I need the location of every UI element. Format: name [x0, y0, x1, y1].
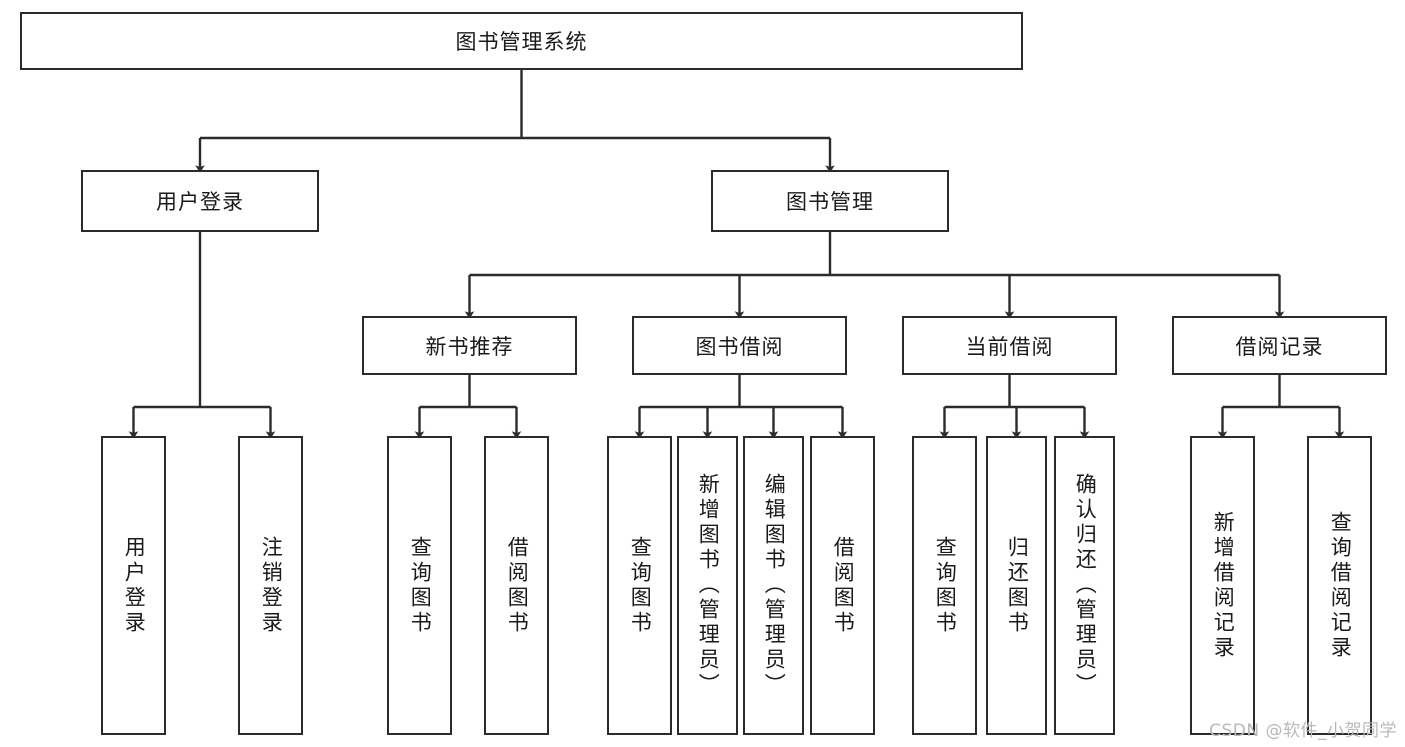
- node-leaf-borrow-book-1[interactable]: 借阅图书: [484, 436, 549, 735]
- node-leaf-confirm-return[interactable]: 确认归还（管理员）: [1054, 436, 1115, 735]
- node-label: 用户登录: [156, 190, 244, 214]
- node-label: 归还图书: [1005, 535, 1030, 636]
- node-borrow-record[interactable]: 借阅记录: [1172, 316, 1387, 375]
- node-leaf-query-book-1[interactable]: 查询图书: [387, 436, 452, 735]
- node-leaf-add-book[interactable]: 新增图书（管理员）: [677, 436, 738, 735]
- node-current-borrow[interactable]: 当前借阅: [902, 316, 1117, 375]
- node-label: 新增借阅记录: [1211, 510, 1236, 661]
- node-leaf-query-book-2[interactable]: 查询图书: [607, 436, 672, 735]
- node-book-borrow[interactable]: 图书借阅: [632, 316, 847, 375]
- node-label: 查询图书: [933, 535, 958, 636]
- node-label: 用户登录: [122, 535, 147, 636]
- node-label: 借阅记录: [1235, 334, 1324, 359]
- node-label: 新增图书（管理员）: [696, 473, 721, 698]
- node-new-book-recommend[interactable]: 新书推荐: [362, 316, 577, 375]
- node-user-login[interactable]: 用户登录: [81, 170, 319, 232]
- node-label: 查询图书: [408, 535, 433, 636]
- node-label: 查询图书: [628, 535, 653, 636]
- node-leaf-query-book-3[interactable]: 查询图书: [912, 436, 977, 735]
- node-label: 图书借阅: [695, 334, 784, 359]
- node-leaf-borrow-book-2[interactable]: 借阅图书: [810, 436, 875, 735]
- csdn-watermark: CSDN @软件_小贺同学: [1209, 721, 1397, 741]
- node-book-manage[interactable]: 图书管理: [711, 170, 949, 232]
- node-label: 图书管理系统: [455, 30, 588, 54]
- node-root[interactable]: 图书管理系统: [20, 12, 1023, 70]
- node-label: 新书推荐: [425, 334, 514, 359]
- node-leaf-user-login[interactable]: 用户登录: [101, 436, 166, 735]
- node-label: 注销登录: [259, 535, 284, 636]
- node-label: 借阅图书: [831, 535, 856, 636]
- node-leaf-return-book[interactable]: 归还图书: [986, 436, 1047, 735]
- node-leaf-add-borrow-record[interactable]: 新增借阅记录: [1190, 436, 1255, 735]
- node-label: 确认归还（管理员）: [1073, 473, 1098, 698]
- node-label: 图书管理: [786, 190, 874, 214]
- node-label: 查询借阅记录: [1328, 510, 1353, 661]
- node-leaf-edit-book[interactable]: 编辑图书（管理员）: [743, 436, 804, 735]
- node-label: 借阅图书: [505, 535, 530, 636]
- node-leaf-logout[interactable]: 注销登录: [238, 436, 303, 735]
- node-leaf-query-borrow-record[interactable]: 查询借阅记录: [1307, 436, 1372, 735]
- node-label: 编辑图书（管理员）: [762, 473, 787, 698]
- node-label: 当前借阅: [965, 334, 1054, 359]
